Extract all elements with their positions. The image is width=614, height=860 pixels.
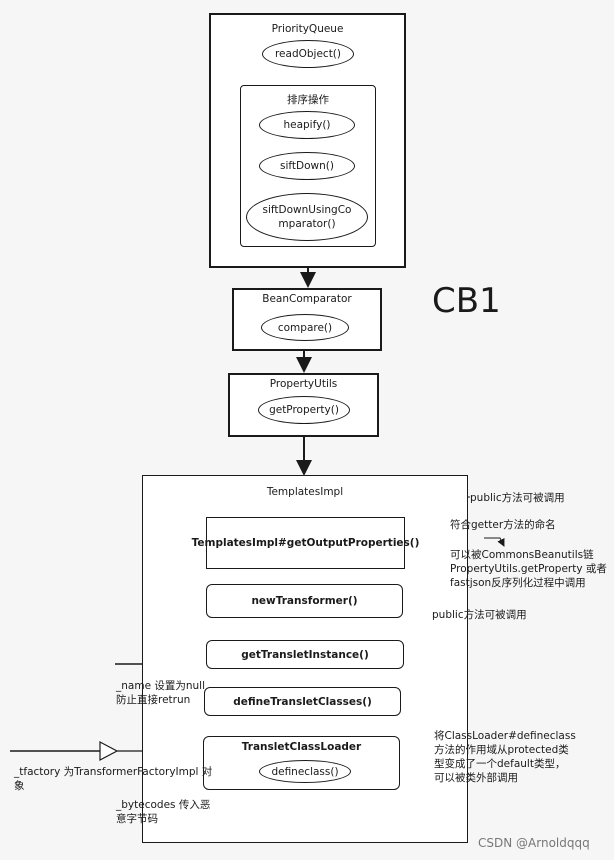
triangle-tfactory (99, 741, 119, 761)
read-object-node: readObject() (262, 40, 354, 68)
bean-comparator-title: BeanComparator (262, 293, 352, 305)
sort-group-title: 排序操作 (287, 94, 329, 106)
heapify-node: heapify() (259, 111, 355, 139)
note-callers: 可以被CommonsBeanutils链 PropertyUtils.getPr… (450, 549, 607, 589)
priority-queue-title: PriorityQueue (271, 23, 344, 35)
translet-classloader-title: TransletClassLoader (241, 741, 362, 753)
siftdown-node: siftDown() (259, 152, 355, 180)
compare-node: compare() (261, 314, 349, 341)
note-classloader-scope: 将ClassLoader#defineclass 方法的作用域从protecte… (434, 730, 576, 784)
new-transformer-node: newTransformer() (206, 584, 403, 618)
define-translet-classes-node: defineTransletClasses() (204, 687, 401, 716)
arrow-getter-down (484, 537, 505, 547)
note-getter-naming: 符合getter方法的命名 (450, 519, 556, 531)
note-tfactory-field: _tfactory 为TransformerFactoryImpl 对 象 (14, 766, 213, 792)
siftdown-comparator-node: siftDownUsingCo mparator() (246, 193, 368, 241)
get-property-node: getProperty() (258, 396, 350, 424)
get-output-properties-node: TemplatesImpl#getOutputProperties() (192, 517, 419, 569)
watermark: CSDN @Arnoldqqq (478, 836, 590, 850)
note-public-callable-2: public方法可被调用 (432, 609, 527, 621)
siftdown-comparator-label: siftDownUsingCo mparator() (262, 204, 352, 230)
templates-impl-title: TemplatesImpl (266, 486, 344, 498)
defineclass-node: defineclass() (259, 760, 351, 783)
note-bytecodes-field: _bytecodes 传入恶 意字节码 (116, 799, 211, 825)
cb1-label: CB1 (432, 281, 501, 321)
get-translet-instance-node: getTransletInstance() (206, 640, 404, 669)
property-utils-title: PropertyUtils (269, 378, 338, 390)
note-name-field: _name 设置为null 防止直接retrun (116, 680, 206, 706)
note-public-callable-1: public方法可被调用 (470, 492, 565, 504)
